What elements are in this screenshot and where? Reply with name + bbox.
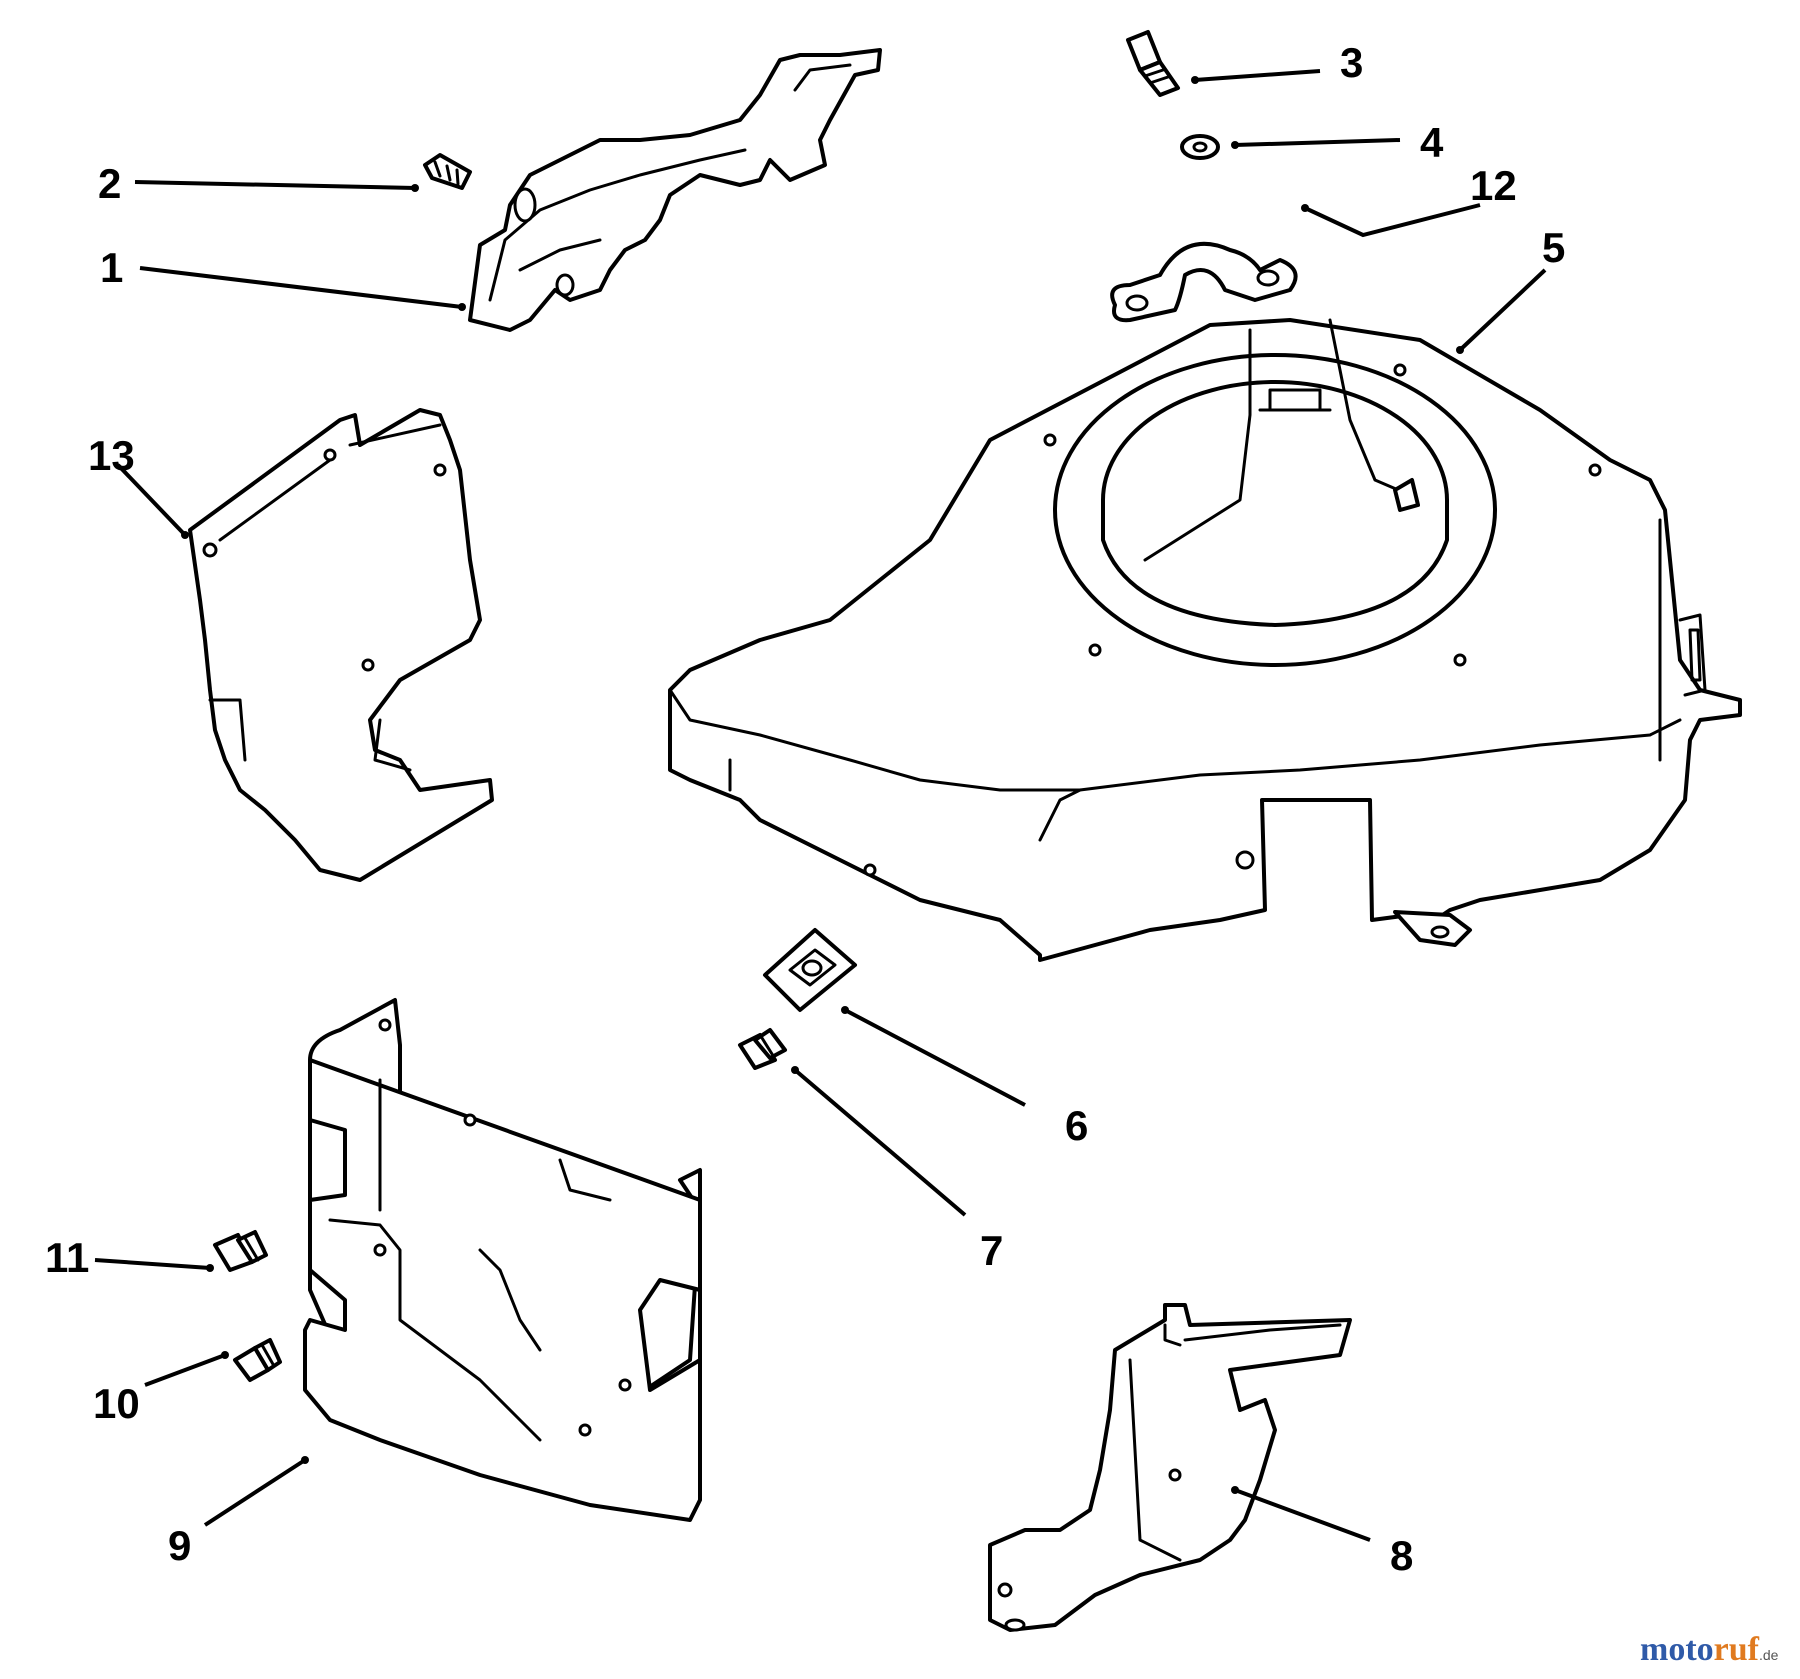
part-6-clip-nut <box>763 928 857 1012</box>
callout-7: 7 <box>980 1227 1003 1274</box>
callout-1: 1 <box>100 244 123 291</box>
part-8-lower-bracket <box>988 1303 1352 1632</box>
part-5-blower-housing <box>668 318 1742 962</box>
callout-labels: 1 2 3 4 5 6 7 8 9 10 11 12 13 <box>45 39 1565 1579</box>
part-12-clamp <box>1110 241 1298 323</box>
leader-12 <box>1304 203 1481 238</box>
leader-10 <box>144 1353 226 1387</box>
part-13-side-shield <box>188 408 494 882</box>
leader-11 <box>94 1258 211 1270</box>
part-9-lower-shield <box>303 998 702 1522</box>
callout-4: 4 <box>1420 119 1444 166</box>
leader-2 <box>134 180 416 190</box>
callout-11: 11 <box>45 1234 89 1281</box>
part-3-bolt <box>1126 30 1180 97</box>
part-4-washer <box>1180 134 1220 160</box>
leader-8 <box>1234 1488 1371 1542</box>
part-1-upper-baffle <box>468 48 882 332</box>
leader-5 <box>1458 268 1547 352</box>
callout-12: 12 <box>1470 162 1517 209</box>
part-7-screw <box>738 1028 787 1070</box>
leader-lines <box>94 69 1547 1542</box>
leader-4 <box>1234 138 1401 147</box>
callout-6: 6 <box>1065 1102 1088 1149</box>
leader-9 <box>203 1458 307 1527</box>
leader-6 <box>844 1008 1026 1107</box>
watermark-logo: motoruf.de <box>1640 1631 1779 1668</box>
callout-8: 8 <box>1390 1532 1413 1579</box>
callout-5: 5 <box>1542 224 1565 271</box>
leader-13 <box>116 463 187 537</box>
callout-9: 9 <box>168 1522 191 1569</box>
callout-10: 10 <box>93 1380 140 1427</box>
leader-1 <box>139 266 463 309</box>
part-10-screw <box>233 1338 282 1382</box>
watermark-text: motoruf.de <box>1640 1631 1779 1668</box>
part-11-screw <box>213 1230 268 1272</box>
leader-3 <box>1194 69 1321 82</box>
callout-2: 2 <box>98 160 121 207</box>
callout-13: 13 <box>88 432 135 479</box>
part-2-screw <box>423 153 472 190</box>
callout-3: 3 <box>1340 39 1363 86</box>
leader-7 <box>793 1068 967 1217</box>
